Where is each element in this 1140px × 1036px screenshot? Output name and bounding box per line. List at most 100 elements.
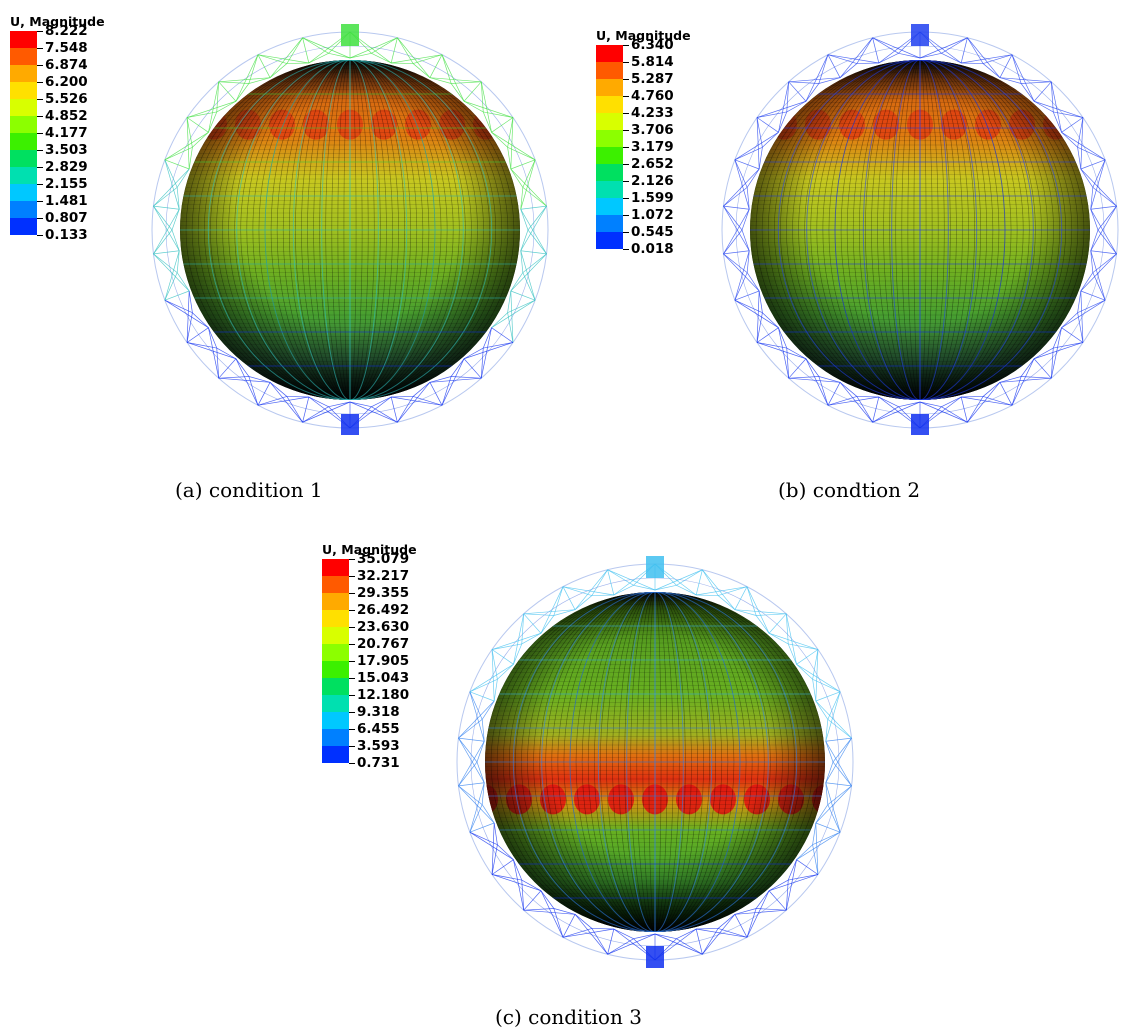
caption-a: (a) condition 1 (175, 478, 323, 502)
legend-tick: 8.222 (37, 23, 127, 48)
colorbar-swatch (322, 559, 349, 576)
colorbar-swatch (322, 593, 349, 610)
colorbar-swatch (10, 65, 37, 82)
legend-tick: 3.179 (623, 139, 713, 164)
legend-value: 2.155 (45, 176, 88, 192)
colorbar-swatch (10, 99, 37, 116)
legend-tick: 29.355 (349, 585, 439, 610)
colorbar-swatch (596, 96, 623, 113)
legend-tick: 1.072 (623, 207, 713, 232)
sphere-plot-c (456, 556, 854, 968)
legend-value: 6.200 (45, 74, 88, 90)
colorbar-swatch (596, 215, 623, 232)
legend-tick: 6.200 (37, 74, 127, 99)
legend-value: 0.731 (357, 755, 400, 771)
colorbar-swatch (322, 695, 349, 712)
legend-value: 9.318 (357, 704, 400, 720)
legend-value: 6.340 (631, 37, 674, 53)
colorbar-swatch (596, 181, 623, 198)
legend-value: 8.222 (45, 23, 88, 39)
legend-tick: 6.874 (37, 57, 127, 82)
legend-value: 4.852 (45, 108, 88, 124)
legend-value: 3.503 (45, 142, 88, 158)
legend-title: U, Magnitude (10, 14, 105, 29)
legend-value: 0.545 (631, 224, 674, 240)
colorbar-swatch (322, 644, 349, 661)
colorbar-swatch (596, 232, 623, 249)
legend-value: 20.767 (357, 636, 410, 652)
legend-value: 0.018 (631, 241, 674, 257)
legend-tick: 5.526 (37, 91, 127, 116)
colorbar-swatch (596, 147, 623, 164)
colorbar-swatch (596, 130, 623, 147)
legend-tick: 35.079 (349, 551, 439, 576)
legend-value: 5.287 (631, 71, 674, 87)
legend-title: U, Magnitude (596, 28, 691, 43)
legend-value: 6.874 (45, 57, 88, 73)
legend-tick: 4.852 (37, 108, 127, 133)
legend-tick: 3.503 (37, 142, 127, 167)
legend-value: 1.599 (631, 190, 674, 206)
legend-value: 26.492 (357, 602, 410, 618)
legend-value: 4.233 (631, 105, 674, 121)
legend-value: 7.548 (45, 40, 88, 56)
legend-tick: 6.455 (349, 721, 439, 746)
legend-tick: 3.706 (623, 122, 713, 147)
legend-tick: 4.760 (623, 88, 713, 113)
legend-tick: 2.652 (623, 156, 713, 181)
legend-value: 4.177 (45, 125, 88, 141)
cable-frame (151, 24, 549, 435)
legend-tick: 20.767 (349, 636, 439, 661)
legend-tick: 23.630 (349, 619, 439, 644)
legend-value: 35.079 (357, 551, 410, 567)
colorbar-a (10, 31, 37, 235)
legend-tick: 4.233 (623, 105, 713, 130)
colorbar-swatch (596, 164, 623, 181)
colorbar-swatch (10, 116, 37, 133)
legend-tick: 0.545 (623, 224, 713, 249)
legend-tick: 1.599 (623, 190, 713, 215)
colorbar-swatch (10, 218, 37, 235)
legend-tick: 5.814 (623, 54, 713, 79)
cable-frame (456, 556, 854, 968)
colorbar-swatch (10, 133, 37, 150)
colorbar-swatch (322, 729, 349, 746)
legend-tick: 7.548 (37, 40, 127, 65)
legend-value: 3.179 (631, 139, 674, 155)
legend-title: U, Magnitude (322, 542, 417, 557)
colorbar-b (596, 45, 623, 249)
colorbar-swatch (10, 150, 37, 167)
legend-value: 3.706 (631, 122, 674, 138)
legend-value: 0.133 (45, 227, 88, 243)
legend-value: 23.630 (357, 619, 410, 635)
caption-c: (c) condition 3 (495, 1005, 642, 1029)
colorbar-swatch (322, 610, 349, 627)
legend-value: 0.807 (45, 210, 88, 226)
legend-value: 2.829 (45, 159, 88, 175)
legend-value: 6.455 (357, 721, 400, 737)
colorbar-swatch (10, 31, 37, 48)
colorbar-c (322, 559, 349, 763)
colorbar-swatch (596, 45, 623, 62)
colorbar-swatch (596, 198, 623, 215)
legend-value: 5.526 (45, 91, 88, 107)
legend-value: 2.126 (631, 173, 674, 189)
legend-tick: 0.807 (37, 210, 127, 235)
legend-value: 2.652 (631, 156, 674, 172)
colorbar-swatch (10, 184, 37, 201)
legend-value: 4.760 (631, 88, 674, 104)
colorbar-swatch (10, 82, 37, 99)
colorbar-swatch (322, 712, 349, 729)
cable-frame (721, 24, 1119, 435)
colorbar-swatch (10, 201, 37, 218)
colorbar-swatch (322, 661, 349, 678)
sphere-plot-a (151, 24, 549, 435)
legend-tick: 4.177 (37, 125, 127, 150)
legend-value: 15.043 (357, 670, 410, 686)
legend-tick: 2.155 (37, 176, 127, 201)
sphere-plot-b (721, 24, 1119, 435)
legend-tick: 6.340 (623, 37, 713, 62)
